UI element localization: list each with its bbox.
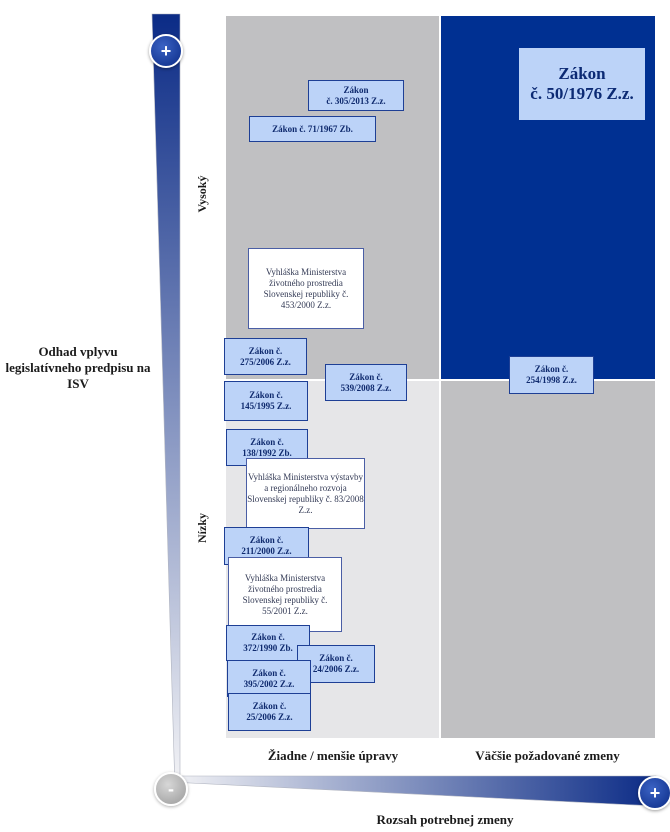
- law-box-395-2002: Zákon č. 395/2002 Z.z.: [227, 660, 311, 697]
- decree-box-453-2000: Vyhláška Ministerstva životného prostred…: [248, 248, 364, 329]
- decree-box-83-2008: Vyhláška Ministerstva výstavby a regioná…: [246, 458, 365, 529]
- law-box-71-1967: Zákon č. 71/1967 Zb.: [249, 116, 376, 142]
- x-axis-left-label: Žiadne / menšie úpravy: [267, 748, 399, 763]
- quadrant-low-major: [440, 380, 655, 738]
- y-axis-plus-icon: +: [149, 34, 183, 68]
- law-box-275-2006: Zákon č. 275/2006 Z.z.: [224, 338, 307, 375]
- quadrant-divider-vertical: [439, 16, 441, 738]
- x-axis-right-label: Väčšie požadované zmeny: [475, 748, 620, 763]
- y-axis-title: Odhad vplyvu legislatívneho predpisu na …: [5, 344, 151, 391]
- y-axis-minus-icon: -: [154, 772, 188, 806]
- quadrant-divider-horizontal: [226, 379, 655, 381]
- law-box-50-1976: Zákon č. 50/1976 Z.z.: [519, 48, 645, 120]
- law-box-254-1998: Zákon č. 254/1998 Z.z.: [509, 356, 594, 394]
- law-box-305-2013: Zákon č. 305/2013 Z.z.: [308, 80, 404, 111]
- x-axis-plus-icon: +: [638, 776, 670, 810]
- y-axis-low-label: Nízky: [195, 513, 209, 543]
- law-box-372-1990: Zákon č. 372/1990 Zb.: [226, 625, 310, 661]
- x-axis-wedge: [169, 775, 657, 807]
- x-axis-title: Rozsah potrebnej zmeny: [376, 812, 514, 827]
- y-axis-high-label: Vysoký: [195, 175, 209, 213]
- decree-box-55-2001: Vyhláška Ministerstva životného prostred…: [228, 557, 342, 632]
- y-axis-wedge: [151, 13, 181, 791]
- law-box-539-2008: Zákon č. 539/2008 Z.z.: [325, 364, 407, 401]
- law-box-25-2006: Zákon č. 25/2006 Z.z.: [228, 693, 311, 731]
- law-box-145-1995: Zákon č. 145/1995 Z.z.: [224, 381, 308, 421]
